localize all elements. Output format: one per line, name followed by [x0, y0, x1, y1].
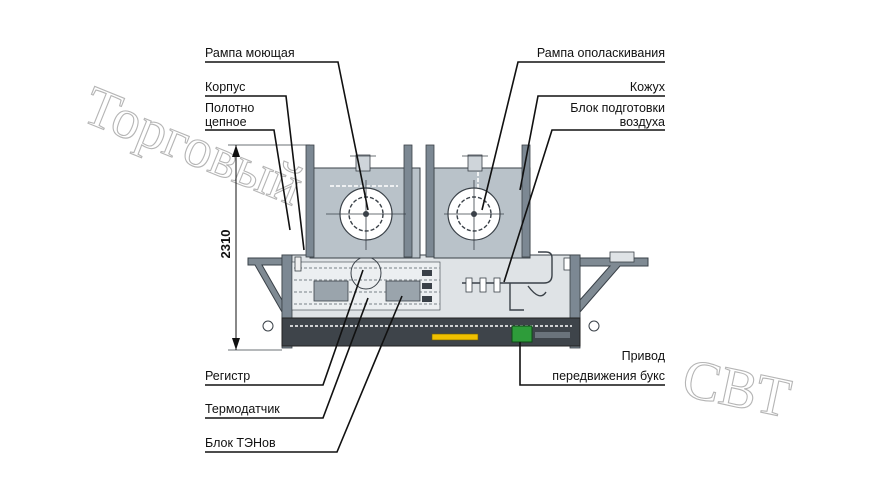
height-dimension: 2310 [218, 144, 310, 351]
dimension-arrow-up [232, 145, 240, 157]
left-support [247, 257, 283, 332]
terminal-1 [422, 270, 432, 276]
label-housing: Корпус [205, 80, 245, 94]
label-chain-belt-line1: Полотно [205, 101, 254, 115]
watermark-right: СВТ [677, 347, 796, 430]
label-air-prep-line2: воздуха [620, 115, 665, 129]
dimension-value: 2310 [218, 230, 233, 259]
label-heater-block: Блок ТЭНов [205, 436, 276, 450]
label-thermosensor: Термодатчик [205, 402, 280, 416]
label-chain-belt-line2: цепное [205, 115, 247, 129]
right-end-pillar [569, 254, 581, 349]
dimension-arrow-down [232, 338, 240, 350]
heater-block-right [385, 280, 421, 302]
label-register: Регистр [205, 369, 250, 383]
label-wash-ramp: Рампа моющая [205, 46, 295, 60]
drive-shaft [535, 332, 570, 338]
wash-tank [305, 144, 421, 259]
heater-element-visible [431, 333, 479, 341]
label-air-prep-line1: Блок подготовки [570, 101, 665, 115]
left-wheel [262, 320, 274, 332]
label-rinse-ramp: Рампа ополаскивания [537, 46, 665, 60]
rinse-tank [425, 144, 531, 259]
drive-unit [511, 325, 533, 343]
air-prep-unit [462, 251, 571, 311]
labels: Рампа моющая Корпус Полотно цепное Рампа… [205, 46, 666, 450]
leader-lines [205, 61, 665, 453]
label-casing: Кожух [630, 80, 666, 94]
right-wheel [588, 320, 600, 332]
label-drive-line1: Привод [622, 349, 666, 363]
thermometer [294, 256, 302, 272]
heater-block-left [313, 280, 349, 302]
label-drive-line2: передвижения букс [552, 369, 665, 383]
terminal-2 [422, 283, 432, 289]
right-bracket [609, 251, 635, 263]
right-support [579, 251, 649, 332]
terminal-3 [422, 296, 432, 302]
